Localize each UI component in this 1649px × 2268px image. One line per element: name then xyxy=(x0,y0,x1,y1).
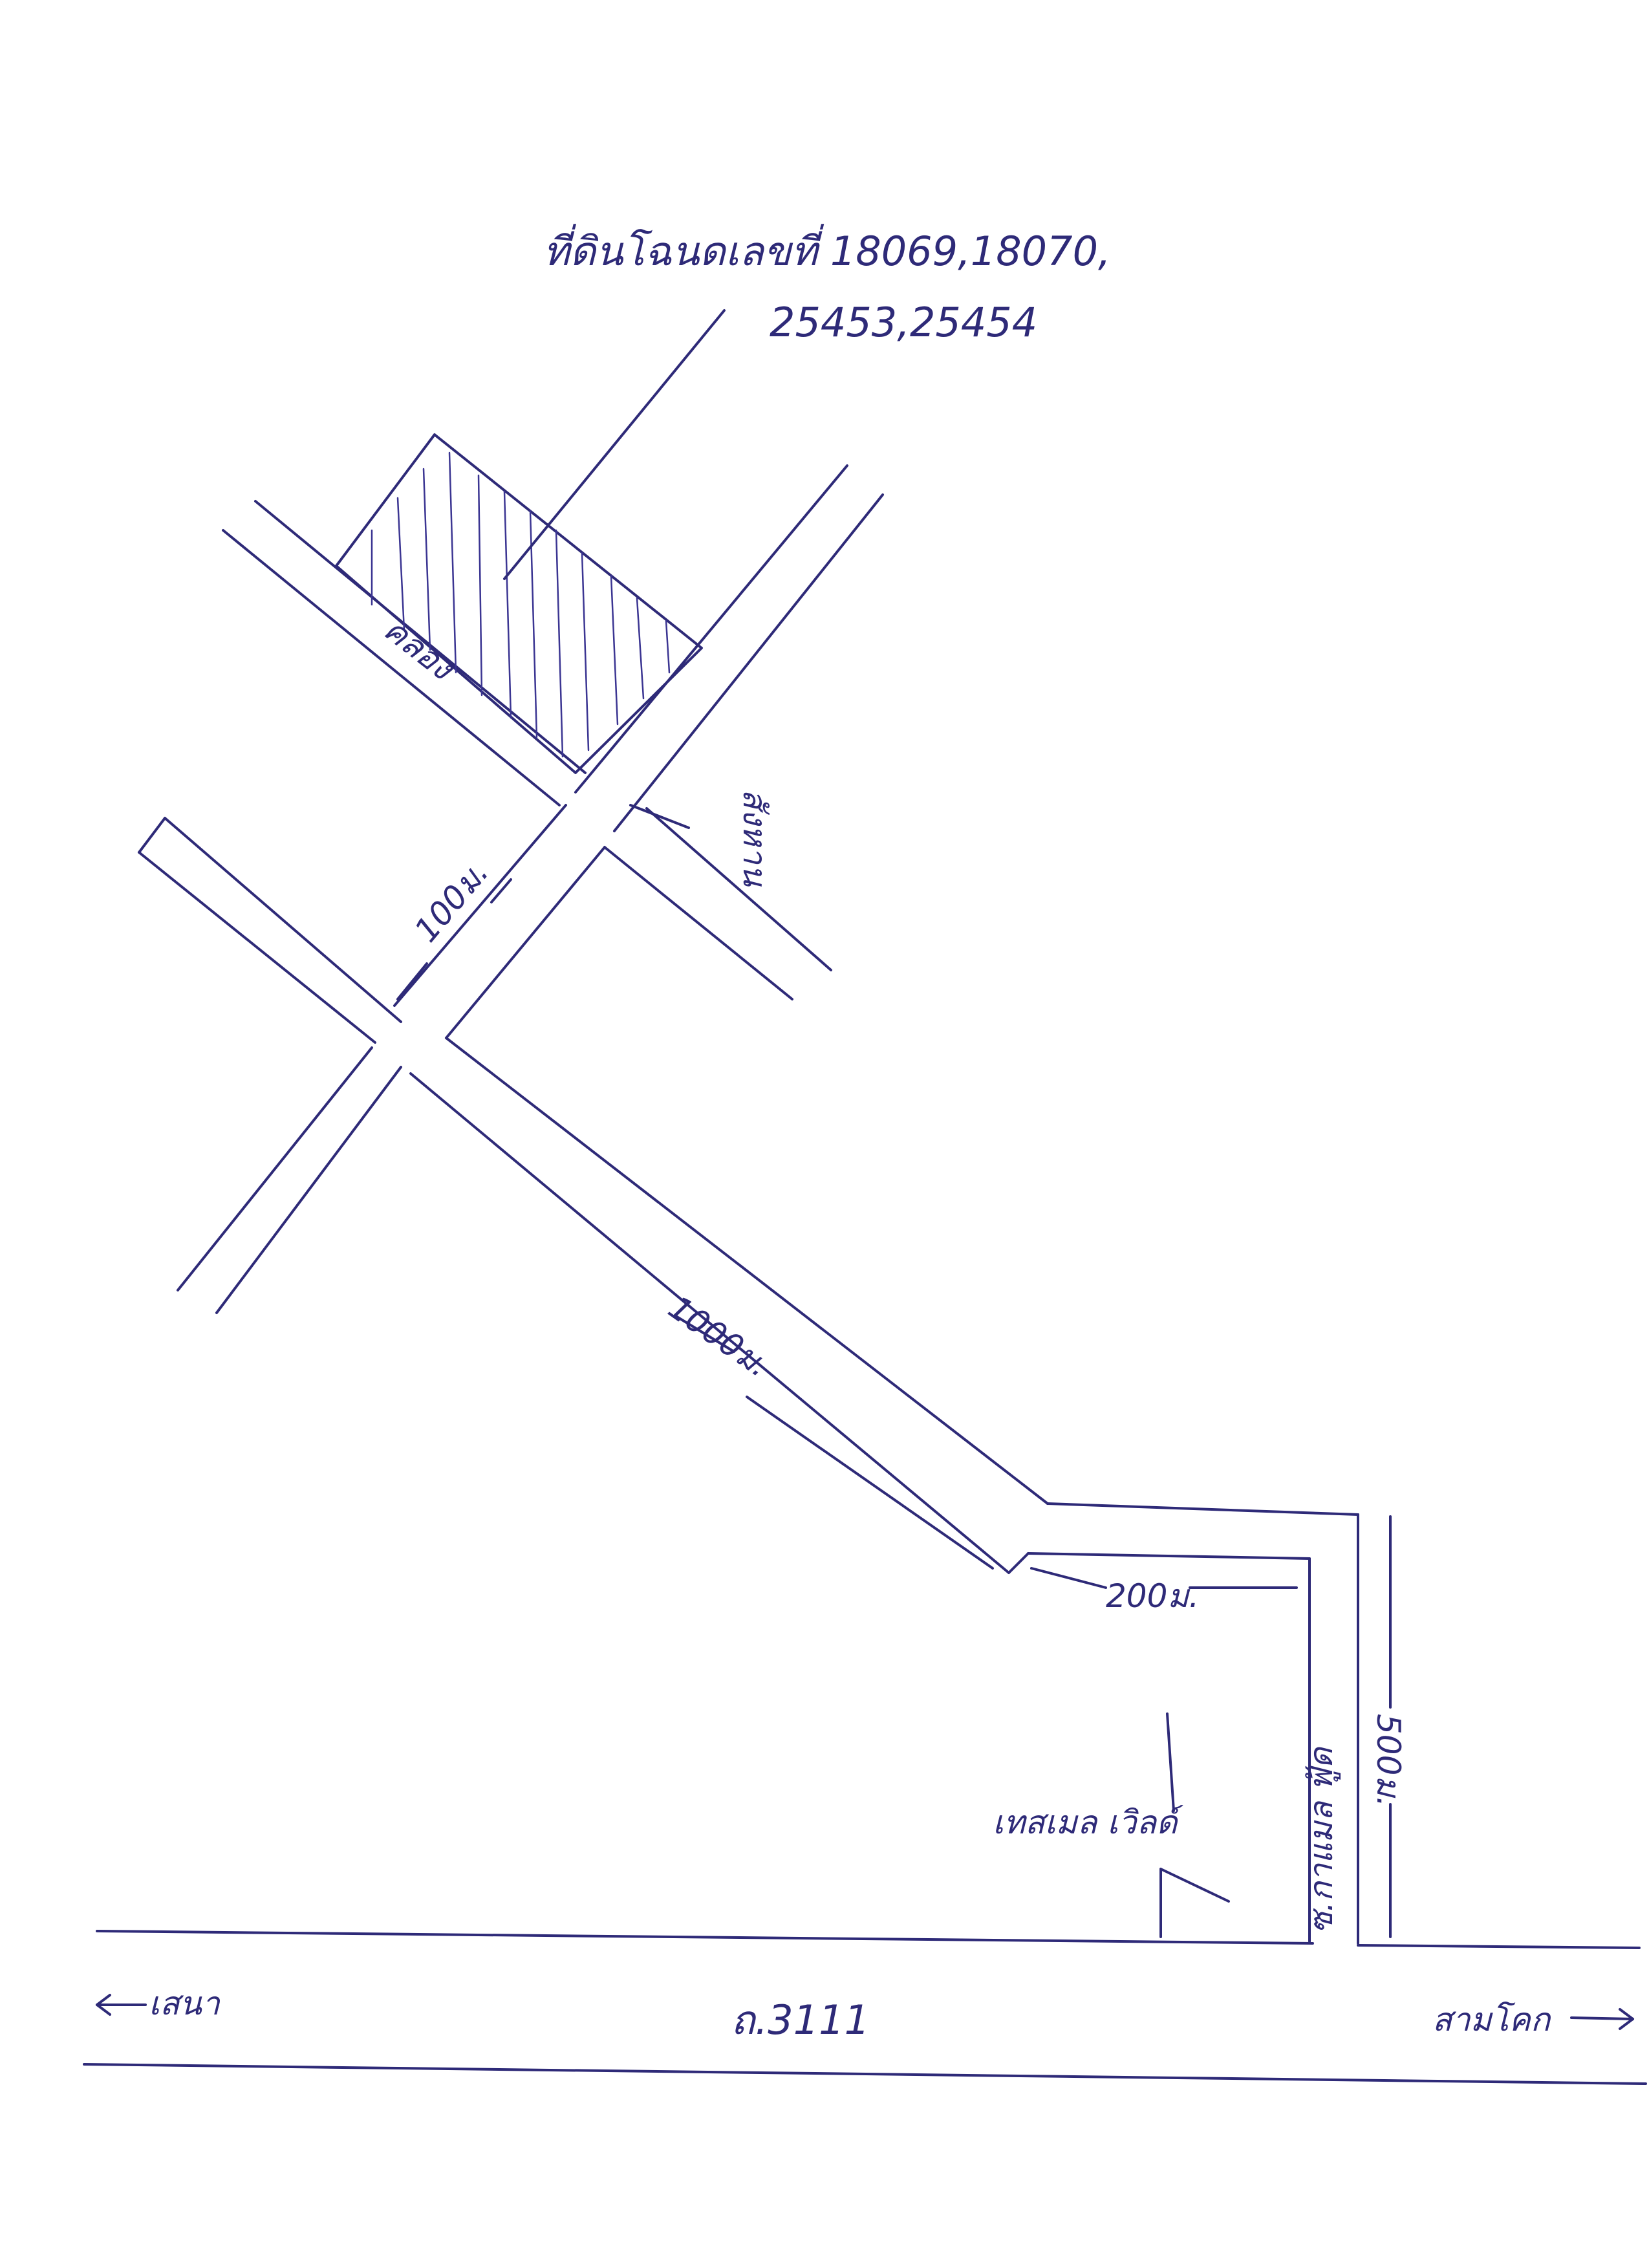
landmark-label: เทสเมล เวิลด์ xyxy=(993,1804,1183,1841)
side-road-label: สังหาน xyxy=(736,789,773,887)
right-destination-label: สามโคก xyxy=(1432,2001,1552,2038)
canal-label: คลอง xyxy=(377,610,462,689)
soi-road xyxy=(1027,1502,1359,1945)
landmark-building xyxy=(1159,1712,1230,1938)
distance-200m-label: 200ม. xyxy=(1106,1577,1199,1615)
cross-road-south xyxy=(177,1046,402,1314)
distance-1000m-label: 1000ม. xyxy=(662,1288,777,1385)
plot-leader-line xyxy=(503,309,726,580)
highway-road xyxy=(83,1930,1647,2085)
side-road xyxy=(603,804,832,1000)
left-destination-label: เสนา xyxy=(149,1985,221,2022)
diagonal-road xyxy=(409,1037,1049,1574)
distance-500m-label: 500ม. xyxy=(1370,1714,1407,1807)
cross-road-west xyxy=(138,817,402,1044)
plot-title-line2: 25453,25454 xyxy=(770,299,1037,346)
highway-label: ถ.3111 xyxy=(731,1996,870,2044)
land-plot xyxy=(335,433,703,774)
soi-name-label: ซ.กาแมล ฟู้ด xyxy=(1302,1746,1341,1934)
plot-title-line1: ที่ดินโฉนดเลขที่ 18069,18070, xyxy=(543,224,1111,275)
dimension-marks xyxy=(396,878,1392,1938)
left-arrow-icon xyxy=(96,1994,147,2016)
right-arrow-icon xyxy=(1570,2008,1634,2030)
road-to-plot xyxy=(393,464,884,1039)
